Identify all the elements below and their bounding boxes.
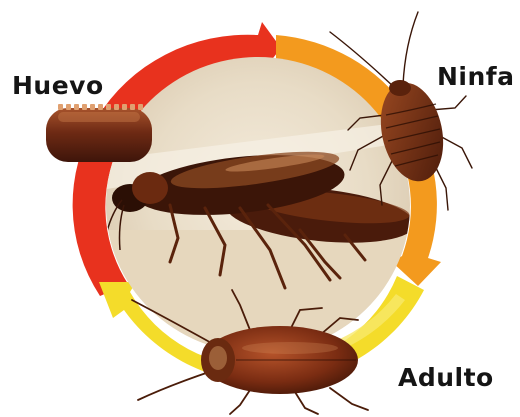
stage-label-egg: Huevo [12, 73, 104, 98]
egg-case-icon [46, 104, 152, 162]
stage-label-adult: Adulto [398, 365, 494, 390]
stage-label-nymph: Ninfa [437, 64, 515, 89]
